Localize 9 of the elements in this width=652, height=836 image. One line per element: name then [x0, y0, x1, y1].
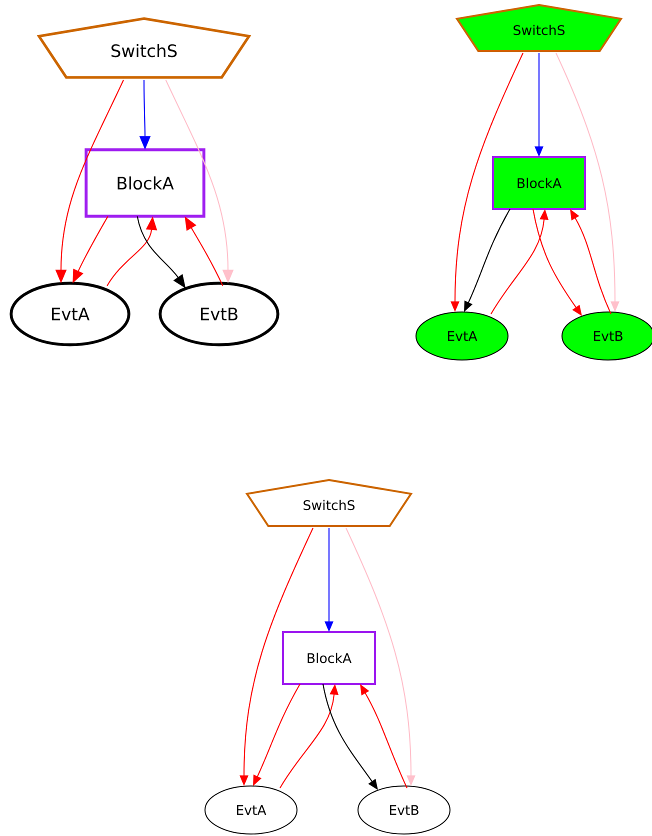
ellipse-node: EvtB [358, 786, 450, 834]
ellipse-node: EvtA [416, 312, 508, 360]
rectangle-node: BlockA [84, 148, 206, 218]
rectangle-node: BlockA [492, 156, 586, 210]
ellipse-node: EvtB [158, 282, 280, 346]
ellipse-node: EvtA [204, 786, 298, 834]
rectangle-node: BlockA [282, 631, 376, 685]
ellipse-node: EvtA [10, 282, 130, 346]
ellipse-node: EvtB [562, 312, 652, 360]
